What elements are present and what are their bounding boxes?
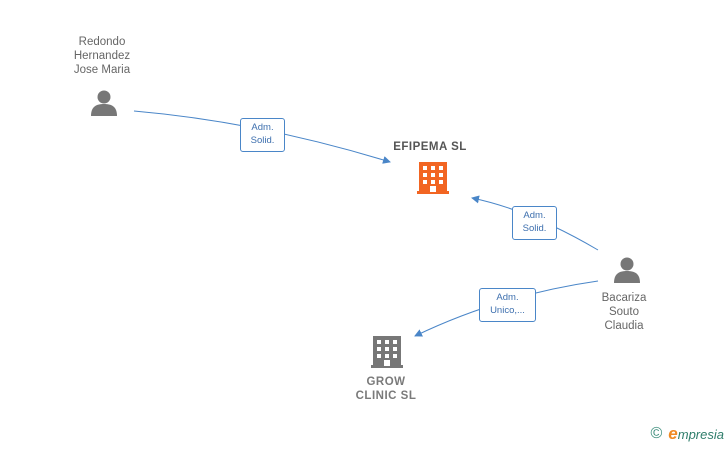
person-node-label: Bacariza Souto Claudia bbox=[574, 291, 674, 333]
person-icon[interactable] bbox=[89, 88, 119, 118]
brand-footer: © empresia bbox=[650, 424, 724, 444]
edge-role-label[interactable]: Adm. Solid. bbox=[512, 206, 557, 240]
copyright-icon: © bbox=[650, 425, 663, 442]
person-name-line: Redondo bbox=[78, 36, 126, 48]
edge-role-label[interactable]: Adm. Unico,... bbox=[479, 288, 536, 322]
edge-role-text: Solid. bbox=[250, 135, 275, 146]
person-node-label: Redondo Hernandez Jose Maria bbox=[52, 35, 152, 77]
edge-role-text: Adm. bbox=[523, 210, 546, 221]
building-icon[interactable] bbox=[370, 335, 404, 369]
edge-role-text: Solid. bbox=[522, 223, 547, 234]
company-node-label: EFIPEMA SL bbox=[393, 141, 467, 153]
brand-logo-text: mpresia bbox=[677, 427, 724, 442]
edge-role-text: Unico,... bbox=[490, 305, 525, 316]
edge-role-text: Adm. bbox=[251, 122, 274, 133]
person-name-line: Hernandez bbox=[73, 50, 131, 62]
person-icon[interactable] bbox=[612, 255, 642, 285]
brand-logo-e: e bbox=[668, 424, 678, 443]
person-name-line: Bacariza bbox=[601, 292, 647, 304]
building-icon[interactable] bbox=[416, 161, 450, 195]
company-name-line: GROW bbox=[366, 376, 406, 388]
company-node-label: GROW CLINIC SL bbox=[326, 375, 446, 403]
edge-role-label[interactable]: Adm. Solid. bbox=[240, 118, 285, 152]
person-name-line: Jose Maria bbox=[73, 64, 131, 76]
person-name-line: Souto bbox=[608, 306, 640, 318]
company-name-line: CLINIC SL bbox=[355, 390, 417, 402]
edge-role-text: Adm. bbox=[496, 292, 519, 303]
person-name-line: Claudia bbox=[604, 320, 644, 332]
brand-logo: empresia bbox=[668, 424, 724, 444]
